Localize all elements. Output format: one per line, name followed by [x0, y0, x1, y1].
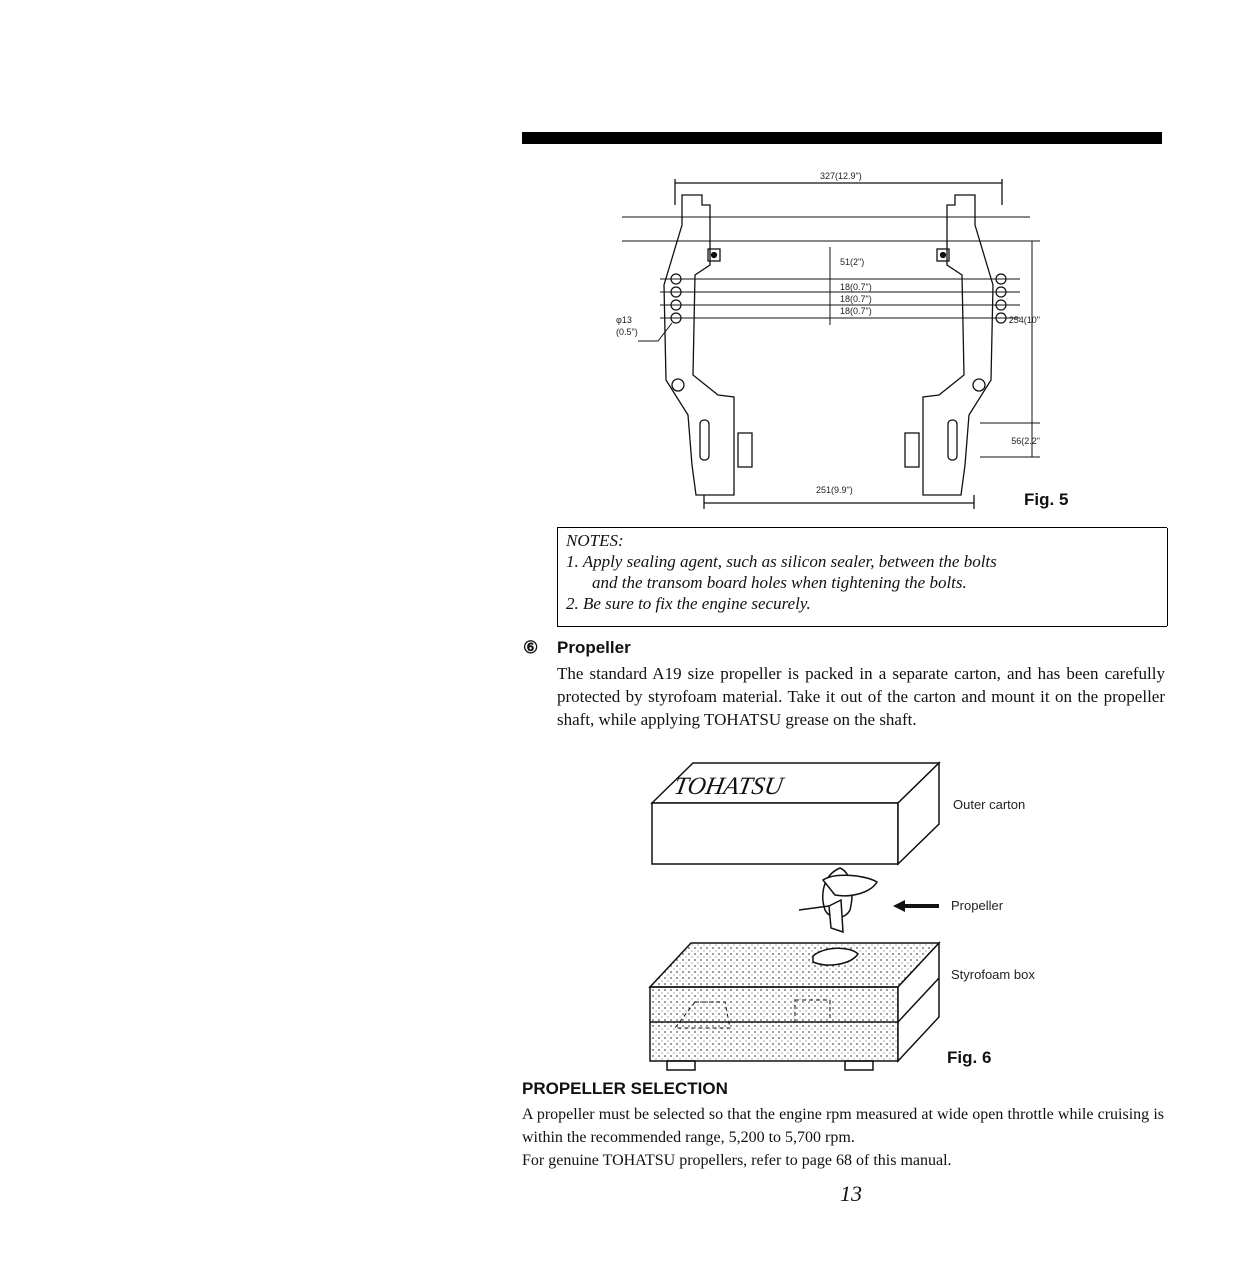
dim-18a: 18(0.7"): [840, 282, 872, 292]
dim-51: 51(2"): [840, 257, 864, 267]
dim-hole-inch: (0.5"): [616, 327, 638, 337]
propeller-section-number: ⑥: [523, 638, 539, 657]
note-1-line-2: and the transom board holes when tighten…: [592, 573, 967, 592]
fig6-label: Fig. 6: [947, 1048, 992, 1067]
dim-hole-diameter: φ13: [616, 315, 632, 325]
selection-line-2: For genuine TOHATSU propellers, refer to…: [522, 1152, 952, 1169]
callout-outer-carton: Outer carton: [953, 797, 1026, 812]
propeller-heading: Propeller: [557, 638, 631, 657]
dim-18b: 18(0.7"): [840, 294, 872, 304]
propeller-arrow-icon: [893, 900, 939, 912]
callout-propeller: Propeller: [951, 898, 1004, 913]
carton-brand-logo: TOHATSU: [672, 773, 787, 800]
note-2: 2. Be sure to fix the engine securely.: [566, 594, 811, 613]
propeller-text: The standard A19 size propeller is packe…: [557, 664, 1165, 729]
selection-heading: PROPELLER SELECTION: [522, 1079, 728, 1098]
dim-right-height: 254(10"): [1009, 315, 1040, 325]
fig5-bracket-diagram: 327(12.9") 51(2") 18(0.7") 18(0.7") 18(0…: [600, 165, 1040, 515]
notes-box: NOTES: 1. Apply sealing agent, such as s…: [557, 527, 1168, 627]
note-1-line-1: 1. Apply sealing agent, such as silicon …: [566, 552, 997, 571]
fig6-packaging-diagram: TOHATSU: [645, 760, 945, 1072]
fig5-label: Fig. 5: [1024, 490, 1069, 509]
dim-top-width: 327(12.9"): [820, 171, 862, 181]
header-rule: [522, 132, 1162, 144]
dim-right-low: 56(2.2"): [1011, 436, 1040, 446]
selection-text: A propeller must be selected so that the…: [522, 1103, 1164, 1172]
dim-bottom-width: 251(9.9"): [816, 485, 853, 495]
callout-styrofoam-box: Styrofoam box: [951, 967, 1035, 982]
page-number: 13: [840, 1181, 862, 1206]
notes-title: NOTES:: [566, 531, 624, 550]
dim-18c: 18(0.7"): [840, 306, 872, 316]
selection-line-1: A propeller must be selected so that the…: [522, 1106, 1164, 1146]
